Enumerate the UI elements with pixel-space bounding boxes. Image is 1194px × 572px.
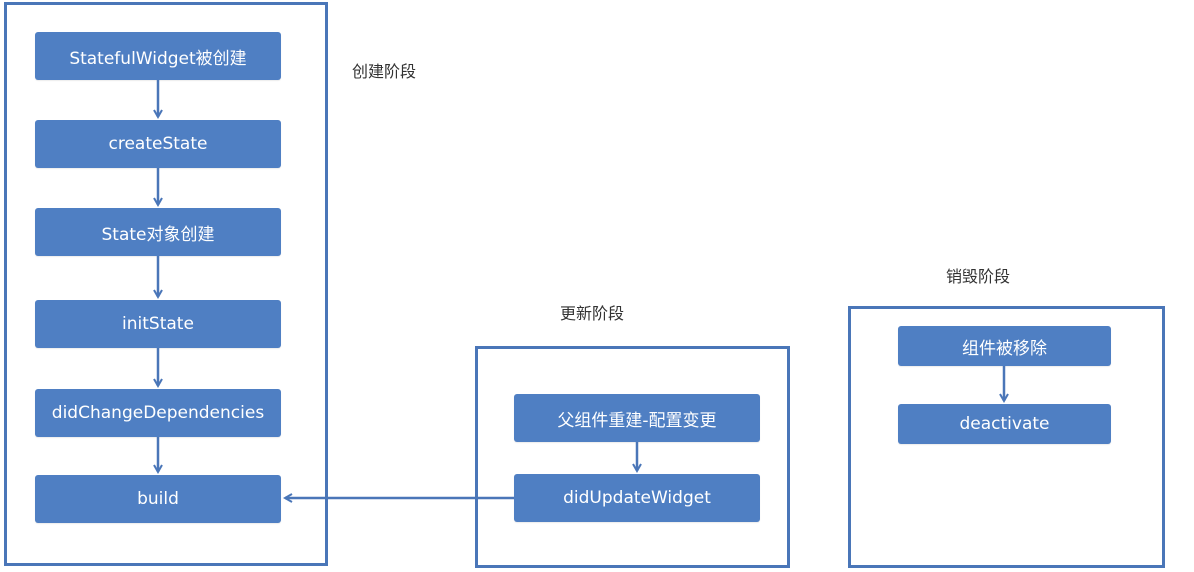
step-state-object-created: State对象创建 — [35, 208, 281, 256]
create-stage-frame — [4, 2, 328, 566]
step-initstate: initState — [35, 300, 281, 348]
step-component-removed: 组件被移除 — [898, 326, 1111, 366]
update-stage-frame — [475, 346, 790, 568]
destroy-stage-label: 销毁阶段 — [946, 267, 1011, 286]
step-build: build — [35, 475, 281, 523]
create-stage-label: 创建阶段 — [352, 62, 417, 81]
step-createstate: createState — [35, 120, 281, 168]
step-didupdatewidget: didUpdateWidget — [514, 474, 760, 522]
update-stage-label: 更新阶段 — [560, 304, 625, 323]
step-parent-rebuild-config-change: 父组件重建-配置变更 — [514, 394, 760, 442]
step-statefulwidget-created: StatefulWidget被创建 — [35, 32, 281, 80]
step-deactivate: deactivate — [898, 404, 1111, 444]
step-didchangedependencies: didChangeDependencies — [35, 389, 281, 437]
